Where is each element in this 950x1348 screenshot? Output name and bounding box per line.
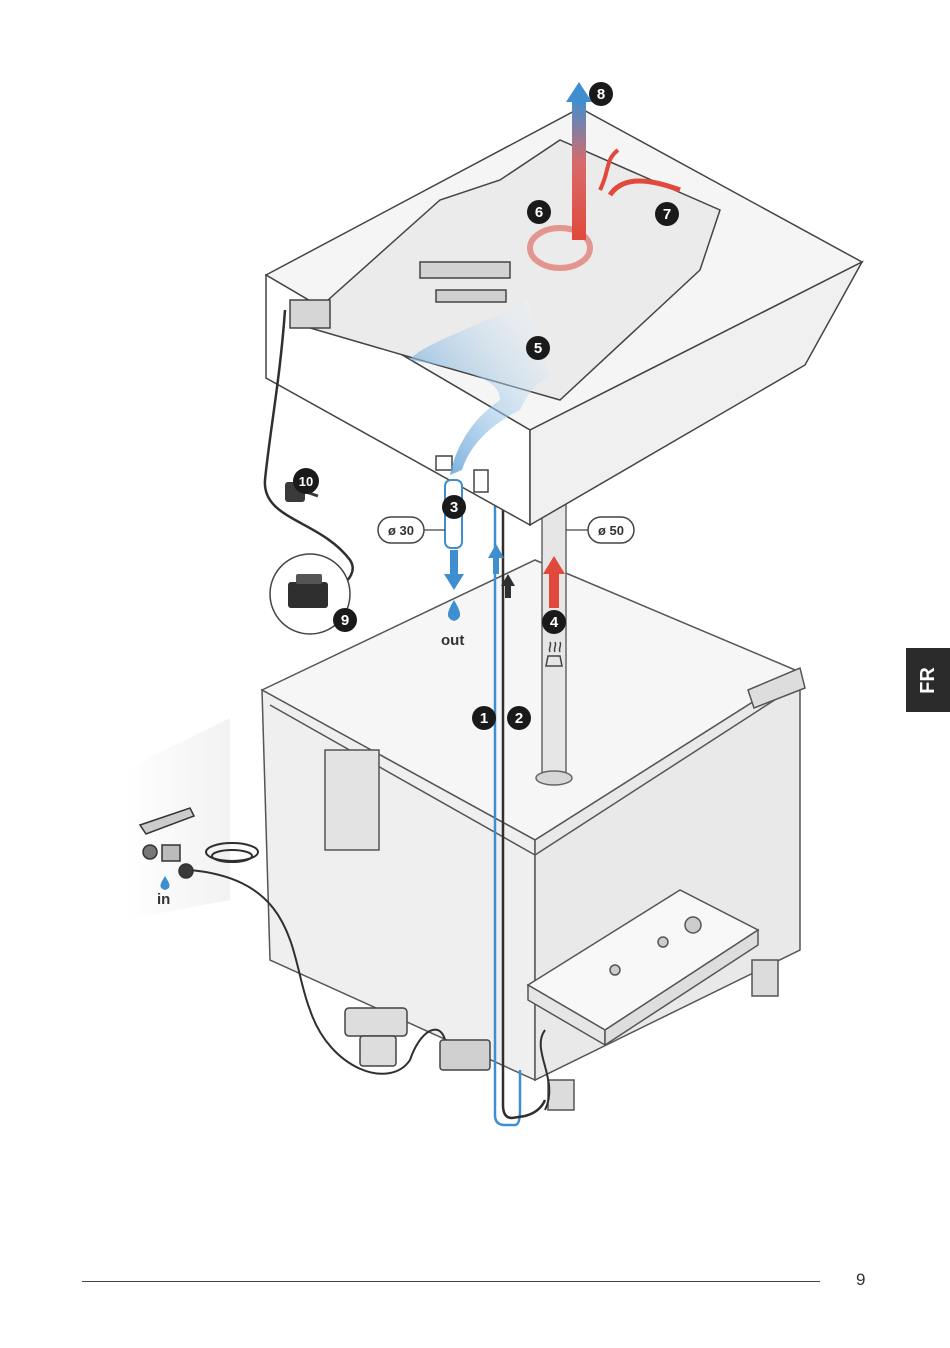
svg-text:3: 3 xyxy=(450,499,458,516)
footer-line xyxy=(82,1281,820,1282)
cabinet xyxy=(262,560,805,1110)
svg-text:10: 10 xyxy=(299,474,313,489)
exhaust-arrow-shaft xyxy=(549,572,559,608)
exhaust-pipe xyxy=(536,500,572,785)
arrow-up-icon xyxy=(566,82,592,102)
exhaust-diameter: ø 50 xyxy=(566,517,634,543)
outlet-label: out xyxy=(441,632,464,649)
callout-7: 7 xyxy=(655,202,679,226)
supply-arrow-1 xyxy=(488,544,504,574)
svg-text:ø 30: ø 30 xyxy=(388,523,414,538)
language-label: FR xyxy=(916,667,939,694)
callout-3: 3 xyxy=(442,495,466,519)
inlet-label: in xyxy=(157,891,170,908)
svg-text:1: 1 xyxy=(480,710,488,727)
drain-arrow-shaft xyxy=(450,550,458,576)
callout-5: 5 xyxy=(526,336,550,360)
callout-6: 6 xyxy=(527,200,551,224)
svg-text:8: 8 xyxy=(597,86,605,103)
language-tab: FR xyxy=(906,648,950,712)
machine-top xyxy=(266,108,862,525)
svg-text:2: 2 xyxy=(515,710,523,727)
callout-10: 10 xyxy=(293,468,319,494)
page-number: 9 xyxy=(856,1270,865,1290)
callout-4: 4 xyxy=(542,610,566,634)
callout-1: 1 xyxy=(472,706,496,730)
drain-arrow-head xyxy=(444,574,464,590)
svg-text:6: 6 xyxy=(535,204,543,221)
svg-text:5: 5 xyxy=(534,340,542,357)
callout-8: 8 xyxy=(589,82,613,106)
exhaust-column xyxy=(572,100,586,240)
drain-diameter: ø 30 xyxy=(378,517,445,543)
svg-text:7: 7 xyxy=(663,206,671,223)
svg-text:9: 9 xyxy=(341,612,349,629)
callout-9: 9 xyxy=(333,608,357,632)
callout-2: 2 xyxy=(507,706,531,730)
svg-text:ø 50: ø 50 xyxy=(598,523,624,538)
svg-text:4: 4 xyxy=(550,614,559,631)
